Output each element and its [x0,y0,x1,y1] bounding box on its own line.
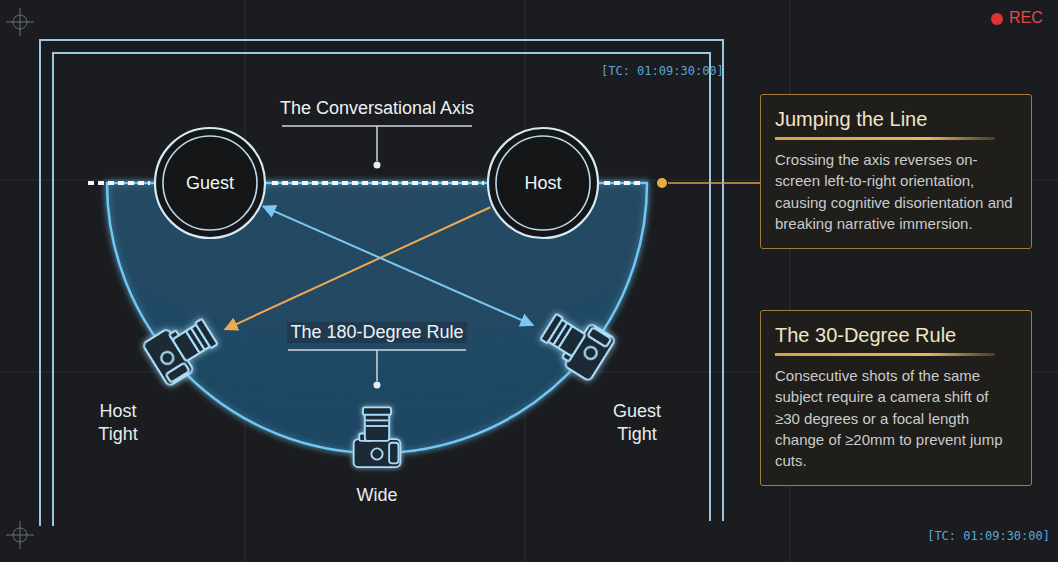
inner-ring [496,136,590,230]
crosshair [20,8,21,36]
camera-label: Guest Tight [607,400,667,447]
rule-label: The 180-Degree Rule [287,322,466,343]
timecode: [TC: 01:09:30:00] [927,529,1050,543]
lens-ring [191,329,204,349]
callout-heading: Jumping the Line [775,107,1017,132]
crosshairs [6,8,34,549]
lens-front [195,319,218,349]
axis-label: The Conversational Axis [277,98,477,119]
callout-leader [668,182,760,184]
outer-ring [488,128,598,238]
crosshair [13,528,27,542]
camera-node: Guest Tight [533,300,623,390]
lens-ring [186,332,199,352]
crosshair [20,521,21,549]
lens-front [540,314,563,344]
callout-body: Consecutive shots of the same subject re… [775,365,1017,471]
inner-ring [163,136,257,230]
lens-ring [554,324,567,344]
camera-node: Wide [335,398,419,482]
label-leaders [282,126,472,381]
label-stem [376,350,378,381]
callout-heading: The 30-Degree Rule [775,323,1017,348]
heading-underline [775,353,995,356]
person-circle: Host [486,126,600,240]
camera-grip [587,327,611,347]
room-wall-inner [53,53,710,526]
leader-dot [374,382,381,389]
camera-icon [335,398,419,482]
camera-node: Host Tight [135,305,225,395]
camera-body-group [535,305,616,381]
heading-underline [775,137,995,140]
camera-label: Host Tight [88,400,148,447]
axis-segment [604,181,642,185]
callout-box: Jumping the LineCrossing the axis revers… [760,94,1032,249]
lens-front [363,407,391,414]
connector [263,206,533,325]
connector [225,207,490,329]
camera-body [354,439,401,467]
camera-grip [166,363,190,383]
camera-dial [159,350,176,367]
leader-dot [374,162,381,169]
camera-icon [135,305,225,395]
camera-body-group [354,407,401,467]
crosshair [13,15,27,29]
timecode: [TC: 01:09:30:00] [601,64,724,78]
axis-segment [88,181,150,185]
rec-indicator: REC [1009,9,1043,27]
lens-ring [366,425,388,427]
camera-icon [533,300,623,390]
person-label: Guest [186,173,234,194]
outer-ring [155,128,265,238]
label-stem [376,126,378,161]
camera-dial [582,345,599,362]
axis-segment [272,181,484,185]
camera-grip [389,443,398,464]
lens-ring [559,327,572,347]
room-outline [40,40,723,526]
camera-dial [371,448,382,459]
rec-dot [991,13,1003,25]
room-wall-outer [40,40,723,526]
callout-body: Crossing the axis reverses on-screen lef… [775,149,1017,234]
camera-label: Wide [347,484,407,507]
lens-ring [366,419,388,421]
callout-box: The 30-Degree RuleConsecutive shots of t… [760,310,1032,486]
person-circle: Guest [153,126,267,240]
callout-dot [657,178,667,188]
person-label: Host [524,173,561,194]
camera-body-group [142,310,223,386]
